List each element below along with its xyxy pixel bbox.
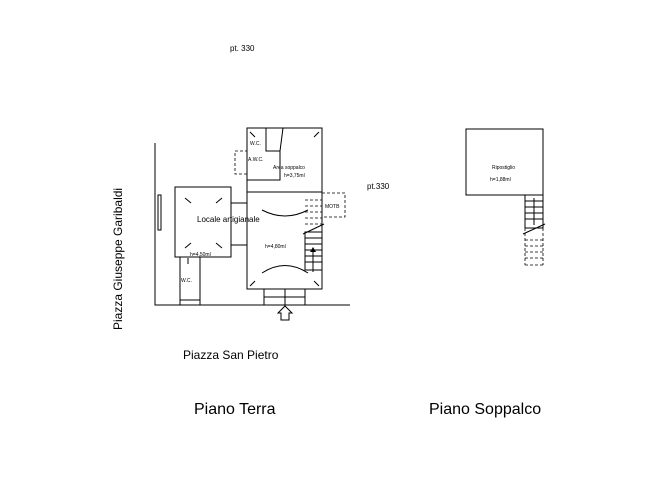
- room-wc-bottom: W.C.: [181, 278, 192, 284]
- entrance-arrow-icon: [276, 305, 294, 321]
- ripostiglio-height: h=1,88ml: [490, 177, 511, 183]
- ground-floor-plan: W.C. A.W.C. Area soppalco h=3,75ml Local…: [154, 127, 350, 321]
- street-bottom-label: Piazza San Pietro: [183, 348, 279, 362]
- street-left-label: Piazza Giuseppe Garibaldi: [111, 188, 125, 330]
- elevation-right: pt.330: [367, 182, 390, 191]
- main-room-height: h=4,80ml: [265, 244, 286, 250]
- room-locale-artigianale: Locale artigianale: [197, 215, 260, 224]
- room-awc: A.W.C.: [248, 157, 264, 163]
- left-room-height: h=4,50ml: [190, 252, 211, 258]
- area-soppalco-height: h=3,75ml: [284, 173, 305, 179]
- mezzanine-title: Piano Soppalco: [429, 401, 541, 418]
- room-area-soppalco: Area soppalco: [273, 165, 305, 171]
- elevation-top: pt. 330: [230, 44, 255, 53]
- ground-floor-title: Piano Terra: [194, 401, 276, 418]
- room-ripostiglio: Ripostiglio: [492, 165, 515, 171]
- mezzanine-plan: Ripostiglio h=1,88ml: [465, 128, 546, 266]
- room-wc-top: W.C.: [250, 141, 261, 147]
- room-niche: MOTB: [325, 204, 340, 210]
